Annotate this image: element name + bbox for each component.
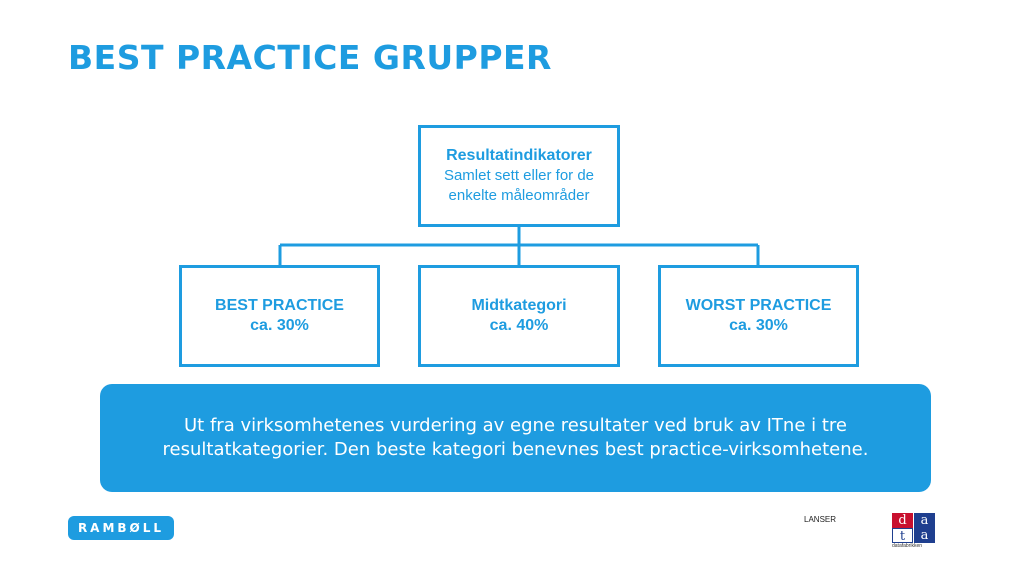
callout-box: Ut fra virksomhetenes vurdering av egne …: [100, 384, 931, 492]
worst-practice-heading: WORST PRACTICE: [685, 297, 832, 314]
page-title: BEST PRACTICE GRUPPER: [68, 38, 552, 77]
data-logo-tile-t: t: [892, 528, 913, 544]
best-practice-heading: BEST PRACTICE: [215, 297, 344, 314]
data-logo: d a t a datafabrikken: [890, 511, 958, 551]
data-logo-tile-a: a: [914, 513, 935, 528]
data-logo-tile-a2: a: [914, 528, 935, 543]
best-practice-share: ca. 30%: [250, 317, 309, 334]
data-logo-tile-d: d: [892, 513, 913, 528]
result-indicators-box: Resultatindikatorer Samlet sett eller fo…: [418, 125, 620, 227]
worst-practice-box: WORST PRACTICE ca. 30%: [658, 265, 859, 367]
ramboll-logo: RAMBØLL: [68, 516, 174, 540]
result-indicators-line2: enkelte måleområder: [448, 187, 590, 204]
result-indicators-line1: Samlet sett eller for de: [443, 167, 595, 184]
best-practice-box: BEST PRACTICE ca. 30%: [179, 265, 380, 367]
mid-category-heading: Midtkategori: [471, 297, 567, 314]
callout-text: Ut fra virksomhetenes vurdering av egne …: [162, 415, 869, 460]
mid-category-box: Midtkategori ca. 40%: [418, 265, 620, 367]
data-logo-subtext: datafabrikken: [892, 543, 923, 549]
ramboll-logo-text: RAMBØLL: [77, 521, 165, 535]
result-indicators-heading: Resultatindikatorer: [446, 147, 592, 164]
worst-practice-share: ca. 30%: [729, 317, 788, 334]
mid-category-share: ca. 40%: [489, 317, 549, 334]
footer-label: LANSER: [804, 515, 837, 524]
